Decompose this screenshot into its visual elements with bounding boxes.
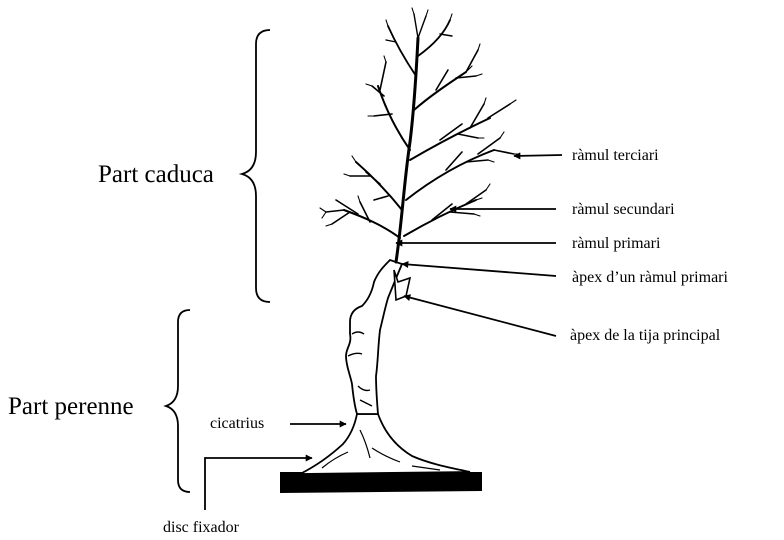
perennial-brace: [166, 310, 190, 492]
secondary-branch-label: ràmul secundari: [572, 201, 675, 218]
deciduous-brace: [242, 30, 270, 302]
deciduous-part-label: Part caduca: [98, 161, 214, 188]
substrate-rock: [280, 472, 482, 493]
primary-branch-label: ràmul primari: [572, 235, 661, 252]
deciduous-branches: [326, 14, 514, 262]
arrow-primary-branch-apex: [402, 264, 556, 276]
primary-branch-apex-label: àpex d’un ràmul primari: [572, 269, 729, 286]
holdfast-label: disc fixador: [163, 519, 240, 536]
arrow-main-stem-apex: [404, 296, 556, 336]
main-stem-perennial: [346, 260, 402, 414]
arrow-tertiary-branch: [514, 155, 562, 156]
perennial-part-label: Part perenne: [8, 393, 134, 420]
scars-label: cicatrius: [210, 415, 264, 432]
tertiary-branch-label: ràmul terciari: [572, 147, 659, 164]
main-stem-apex-label: àpex de la tija principal: [570, 327, 721, 344]
